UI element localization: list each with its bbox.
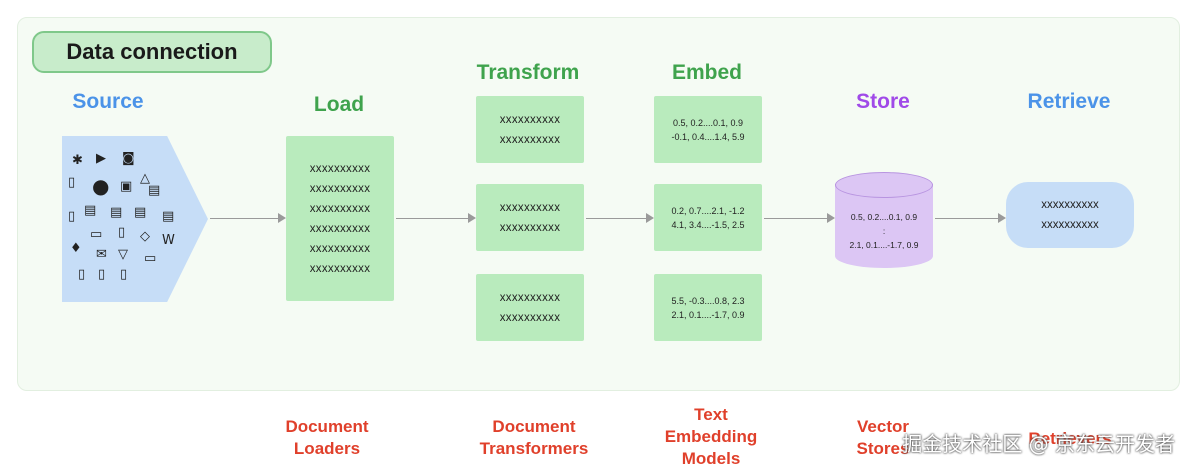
load-line: xxxxxxxxxx <box>309 182 371 195</box>
eml-icon: ▤ <box>84 203 97 218</box>
github-icon: ● <box>92 174 110 198</box>
vector-line: 2.1, 0.1....-1.7, 0.9 <box>671 309 745 320</box>
load-line: xxxxxxxxxx <box>309 242 371 255</box>
stage-load-label: Load <box>313 93 365 116</box>
vector-line: 5.5, -0.3....0.8, 2.3 <box>671 295 745 306</box>
embedding-vector-box: 5.5, -0.3....0.8, 2.3 2.1, 0.1....-1.7, … <box>654 274 762 341</box>
drive-icon: △ <box>140 171 150 186</box>
transform-chunk-box: xxxxxxxxxx xxxxxxxxxx <box>476 274 584 341</box>
folder-icon: ▭ <box>144 251 157 266</box>
retrievers-label: Retrievers <box>1028 429 1112 448</box>
result-line: xxxxxxxxxx <box>1041 199 1099 211</box>
arrow-embed-to-store <box>764 213 835 223</box>
load-line: xxxxxxxxxx <box>309 202 371 215</box>
stage-source-label: Source <box>72 90 144 113</box>
vector-line: 0.5, 0.2....0.1, 0.9 <box>672 117 744 128</box>
doc-icon: ▯ <box>68 209 76 224</box>
document-transformers-label: Document Transformers <box>479 417 589 458</box>
vector-line: 4.1, 3.4....-1.5, 2.5 <box>671 219 745 230</box>
twitter-icon: ♦ <box>70 241 82 256</box>
css-icon: ▽ <box>118 247 128 262</box>
data-connection-panel <box>17 17 1180 391</box>
document-loaders-label: Document Loaders <box>285 417 369 458</box>
markdown-icon: ▭ <box>90 227 103 242</box>
diagram-title: Data connection <box>32 31 272 73</box>
watermark: 掘金技术社区 @ 京东云开发者 <box>902 432 1175 456</box>
image-icon: ▣ <box>120 179 133 194</box>
stage-transform-label: Transform <box>476 61 580 84</box>
result-line: xxxxxxxxxx <box>1041 219 1099 231</box>
chunk-line: xxxxxxxxxx <box>499 113 561 126</box>
load-line: xxxxxxxxxx <box>309 262 371 275</box>
text-embedding-models-label: Text Embedding Models <box>664 405 758 468</box>
arrow-store-to-retrieve <box>935 213 1006 223</box>
csv-icon: ▤ <box>148 183 161 198</box>
store-line: : <box>882 226 886 236</box>
file-icon: ▯ <box>98 267 106 282</box>
chunk-line: xxxxxxxxxx <box>499 291 561 304</box>
vector-line: 0.2, 0.7....2.1, -1.2 <box>671 205 745 216</box>
vector-store-cylinder: 0.5, 0.2....0.1, 0.9 : 2.1, 0.1....-1.7,… <box>835 172 933 268</box>
wikipedia-icon: W <box>162 233 175 248</box>
html-icon: ◇ <box>140 229 150 244</box>
txt-icon: ▤ <box>134 205 147 220</box>
discord-icon: ◙ <box>122 151 135 166</box>
vector-line: -0.1, 0.4....1.4, 5.9 <box>671 131 745 142</box>
embedding-vector-box: 0.5, 0.2....0.1, 0.9 -0.1, 0.4....1.4, 5… <box>654 96 762 163</box>
code-icon: ▯ <box>118 225 126 240</box>
load-line: xxxxxxxxxx <box>309 222 371 235</box>
doc-icon: ▤ <box>110 205 123 220</box>
chunk-line: xxxxxxxxxx <box>499 201 561 214</box>
stage-store-label: Store <box>856 90 910 113</box>
chunk-line: xxxxxxxxxx <box>499 221 561 234</box>
arrow-source-to-load <box>210 213 286 223</box>
file-icon: ▯ <box>68 175 76 190</box>
load-line: xxxxxxxxxx <box>309 162 371 175</box>
transform-chunk-box: xxxxxxxxxx xxxxxxxxxx <box>476 96 584 163</box>
stage-retrieve-label: Retrieve <box>1027 90 1111 113</box>
arrow-load-to-transform <box>396 213 476 223</box>
embedding-vector-box: 0.2, 0.7....2.1, -1.2 4.1, 3.4....-1.5, … <box>654 184 762 251</box>
ppt-icon: ▤ <box>162 209 175 224</box>
vector-stores-label: Vector Stores <box>856 417 910 458</box>
arrow-transform-to-embed <box>586 213 654 223</box>
file-icon: ▯ <box>78 267 86 282</box>
store-line: 0.5, 0.2....0.1, 0.9 <box>850 212 918 222</box>
chunk-line: xxxxxxxxxx <box>499 133 561 146</box>
youtube-icon: ▶ <box>96 151 106 166</box>
file-icon: ▯ <box>120 267 128 282</box>
stage-embed-label: Embed <box>671 61 743 84</box>
transform-chunk-box: xxxxxxxxxx xxxxxxxxxx <box>476 184 584 251</box>
slack-icon: ✱ <box>72 153 83 168</box>
retrieve-result-box: xxxxxxxxxx xxxxxxxxxx <box>1006 182 1134 248</box>
chunk-line: xxxxxxxxxx <box>499 311 561 324</box>
store-line: 2.1, 0.1....-1.7, 0.9 <box>849 240 919 250</box>
load-document-box: xxxxxxxxxx xxxxxxxxxx xxxxxxxxxx xxxxxxx… <box>286 136 394 301</box>
mail-icon: ✉ <box>96 247 107 262</box>
